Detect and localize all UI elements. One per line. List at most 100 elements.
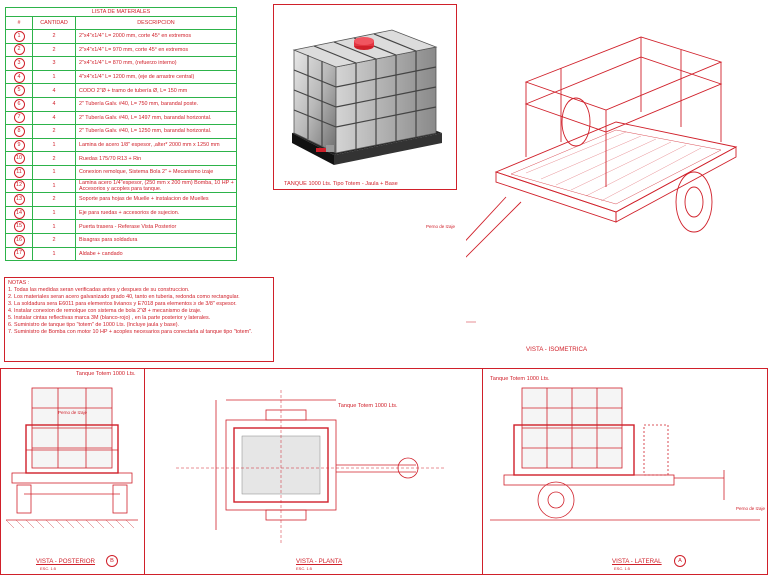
material-number: 8: [5, 124, 33, 139]
material-description: Puerta trasera - Referase Vista Posterio…: [75, 219, 237, 234]
material-quantity: 1: [32, 137, 76, 153]
material-quantity: 3: [32, 56, 76, 71]
materials-title: LISTA DE MATERIALES: [5, 7, 237, 17]
material-description: Conexion remolque, Sistema Bola 2" + Mec…: [75, 164, 237, 180]
tank-caption: TANQUE 1000 Lts. Tipo Totem - Jaula + Ba…: [284, 181, 398, 187]
iso-hitch-label: Perno de Izaje: [426, 224, 456, 229]
material-description: 2"x4"x1/4" L= 970 mm, corte 45° en extre…: [75, 42, 237, 58]
notes-title: NOTAS :: [8, 280, 30, 286]
note-item: 4. Instalar conexion de remolque con sis…: [8, 308, 202, 314]
plan-view-title: VISTA - PLANTA: [296, 558, 343, 565]
isometric-title: VISTA - ISOMETRICA: [526, 346, 588, 353]
material-quantity: 4: [32, 110, 76, 126]
material-quantity: 4: [32, 83, 76, 98]
material-number: 10: [5, 151, 33, 166]
material-quantity: 2: [32, 42, 76, 58]
material-quantity: 2: [32, 151, 76, 166]
rear-view-mark: B: [106, 555, 118, 567]
side-hitch-label: Perno de Izaje: [736, 506, 766, 511]
plan-view: Tanque Totem 1000 Lts. VISTA - PLANTA ES…: [146, 370, 480, 573]
col-quantity: CANTIDAD: [32, 16, 76, 30]
rear-hitch-label: Perno de Izaje: [58, 410, 88, 415]
material-number: 15: [5, 219, 33, 234]
material-number: 9: [5, 137, 33, 153]
material-description: Bisagras para soldadura: [75, 232, 237, 248]
material-number: 13: [5, 192, 33, 207]
side-view-title: VISTA - LATERAL: [612, 558, 662, 565]
divider-1: [144, 368, 145, 575]
divider-2: [482, 368, 483, 575]
material-quantity: 4: [32, 96, 76, 112]
material-number: 14: [5, 205, 33, 221]
rear-view: Tanque Totem 1000 Lts. Perno de Izaje VI…: [2, 370, 142, 573]
plan-view-scale: ESC. 1:5: [296, 566, 313, 571]
isometric-drawing: [466, 36, 738, 323]
material-number: 5: [5, 83, 33, 98]
material-description: Ruedas 175/70 R13 + Rin: [75, 151, 237, 166]
notes-box: NOTAS : 1. Todas las medidas seran verif…: [4, 277, 274, 362]
side-view: Tanque Totem 1000 Lts. Perno de Izaje VI…: [484, 370, 766, 573]
material-description: CODO 2"Ø + tramo de tubería Ø, L= 150 mm: [75, 83, 237, 98]
material-description: 2"x4"x1/4" L= 870 mm, (refuerzo interno): [75, 56, 237, 71]
material-quantity: 2: [32, 29, 76, 44]
material-quantity: 2: [32, 192, 76, 207]
material-quantity: 1: [32, 178, 76, 194]
material-number: 6: [5, 96, 33, 112]
rear-tank-label: Tanque Totem 1000 Lts.: [76, 371, 136, 377]
side-view-drawing: [490, 387, 760, 521]
material-number: 12: [5, 178, 33, 194]
material-number: 3: [5, 56, 33, 71]
material-description: 2"x4"x1/4" L= 2000 mm, corte 45° en extr…: [75, 29, 237, 44]
isometric-view: Perno de Izaje VISTA - ISOMETRICA: [426, 2, 766, 362]
note-item: 7. Suministro de Bomba con motor 10 HP +…: [8, 329, 253, 335]
note-item: 2. Los materiales seran acero galvanizad…: [8, 294, 240, 300]
notes-list: 1. Todas las medidas seran verificadas a…: [8, 287, 270, 336]
material-number: 16: [5, 232, 33, 248]
material-number: 11: [5, 164, 33, 180]
material-quantity: 1: [32, 219, 76, 234]
material-description: Lamina de acero 1/8" espesor, ,alter* 20…: [75, 137, 237, 153]
side-tank-label: Tanque Totem 1000 Lts.: [490, 376, 550, 382]
material-description: 2" Tubería Galv. #40, L= 750 mm, baranda…: [75, 96, 237, 112]
material-quantity: 1: [32, 246, 76, 262]
materials-table: LISTA DE MATERIALES # CANTIDAD DESCRIPCI…: [5, 7, 237, 262]
col-description: DESCRIPCION: [75, 16, 237, 30]
material-number: 7: [5, 110, 33, 126]
material-description: Aldabe + candado: [75, 246, 237, 262]
col-number: #: [5, 16, 33, 30]
material-quantity: 1: [32, 164, 76, 180]
material-description: 2" Tubería Galv. #40, L= 1250 mm, barand…: [75, 124, 237, 139]
rear-view-scale: ESC. 1:5: [40, 566, 57, 571]
note-item: 6. Suministro de tanque tipo "totem" de …: [8, 322, 180, 328]
rear-view-title: VISTA - POSTERIOR: [36, 558, 96, 565]
rear-view-drawing: [5, 387, 138, 529]
material-description: Lamina acero 1/4"espesor, (250 mm x 200 …: [75, 178, 237, 194]
material-quantity: 1: [32, 69, 76, 85]
material-description: Eje para ruedas + accesorios de sujecion…: [75, 205, 237, 221]
material-quantity: 2: [32, 232, 76, 248]
material-number: 1: [5, 29, 33, 44]
material-description: Soporte para hojas de Muelle + instalaci…: [75, 192, 237, 207]
ibc-tank-image: [292, 29, 442, 165]
note-item: 3. La soldadura sera E6011 para elemento…: [8, 301, 237, 307]
plan-view-drawing: [176, 390, 446, 545]
note-item: 5. Instalar cintas reflectivas marca 3M …: [8, 315, 211, 321]
note-item: 1. Todas las medidas seran verificadas a…: [8, 287, 190, 293]
